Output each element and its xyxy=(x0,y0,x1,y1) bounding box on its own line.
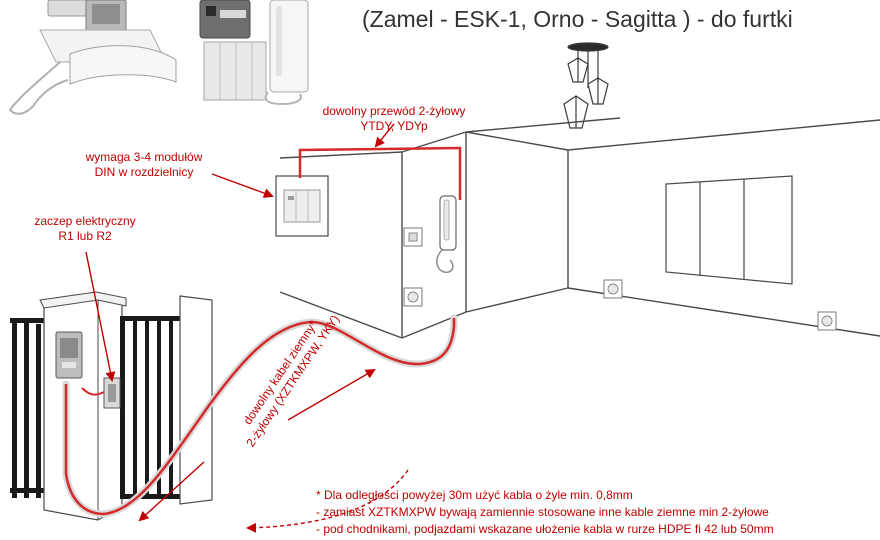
electric-strike-icon xyxy=(103,377,121,409)
intercom-handset-icon xyxy=(436,195,457,274)
wire-arrow xyxy=(374,123,395,148)
ground-arrow-up xyxy=(287,368,376,421)
light-switch-icon xyxy=(403,227,423,247)
gate-wiring xyxy=(81,387,105,396)
room-walls xyxy=(279,117,880,339)
din-label-line2: DIN w rozdzielnicy xyxy=(94,165,194,179)
pendant-lamp-icon xyxy=(563,42,609,129)
electric-strike-label: zaczep elektryczny R1 lub R2 xyxy=(20,214,150,244)
wire-label-line1: dowolny przewód 2-żyłowy xyxy=(322,104,466,118)
din-arrow xyxy=(211,173,274,198)
diagram-title: (Zamel - ESK-1, Orno - Sagitta ) - do fu… xyxy=(362,6,793,32)
installation-notes: * Dla odległości powyżej 30m użyć kabla … xyxy=(316,487,774,538)
window-icon xyxy=(665,175,793,285)
indoor-cable xyxy=(298,146,462,200)
ground-arrow-down xyxy=(138,461,205,522)
intercom-kit-photo xyxy=(8,0,309,115)
strike-label-line1: zaczep elektryczny xyxy=(34,214,136,228)
note-line: - pod chodnikami, podjazdami wskazane uł… xyxy=(316,522,774,536)
distance-arrow xyxy=(246,469,409,533)
wire-label-line2: YTDY, YDYp xyxy=(360,119,428,133)
wall-socket-icon xyxy=(403,279,837,331)
ground-cable xyxy=(64,318,456,516)
din-module-icon xyxy=(275,175,329,237)
din-label-line1: wymaga 3-4 modułów xyxy=(85,150,203,164)
note-line: - zamiast XZTKMXPW bywają zamiennie stos… xyxy=(316,505,769,519)
strike-label-line2: R1 lub R2 xyxy=(58,229,112,243)
indoor-wire-label: dowolny przewód 2-żyłowy YTDY, YDYp xyxy=(306,104,482,134)
strike-arrow xyxy=(85,251,116,382)
note-line: * Dla odległości powyżej 30m użyć kabla … xyxy=(316,488,633,502)
din-module-label: wymaga 3-4 modułów DIN w rozdzielnicy xyxy=(56,150,232,180)
outdoor-panel-icon xyxy=(55,331,83,379)
